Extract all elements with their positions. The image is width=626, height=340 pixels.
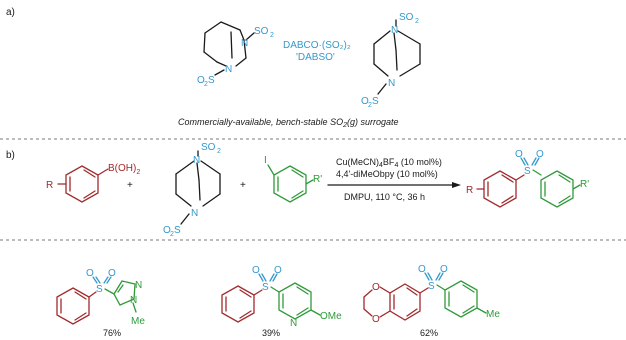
atom-o: O [372, 314, 380, 325]
atom-so2: SO [201, 142, 216, 153]
svg-text:2: 2 [415, 18, 419, 25]
atom-n: N [130, 295, 137, 306]
boronic-acid-group: B(OH)2 [108, 163, 140, 176]
methyl-group: Me [131, 316, 145, 327]
atom-n: N [193, 155, 200, 166]
atom-o2s: O [163, 225, 171, 236]
condition-ligand: 4,4'-diMeObpy (10 mol%) [336, 169, 438, 179]
atom-n: N [191, 208, 198, 219]
svg-text:S: S [372, 96, 379, 107]
product-2-pyridine-sulfone: S O O N OMe [221, 265, 342, 329]
sulfone-o: O [108, 268, 116, 279]
atom-n: N [225, 64, 232, 75]
svg-text:2: 2 [170, 231, 174, 238]
dabso-reagent: N SO 2 N O 2 S [163, 142, 221, 238]
atom-so2: SO [254, 26, 269, 37]
aryl-boronic-acid: B(OH)2 R [46, 163, 140, 203]
atom-n: N [388, 78, 395, 89]
panel-a-caption: Commercially-available, bench-stable SO2… [178, 117, 399, 129]
product-3-benzodioxane-sulfone: O O S O O Me [363, 264, 500, 325]
sulfone-o: O [515, 149, 523, 160]
sulfone-o: O [252, 265, 260, 276]
product-1-pyrazole-sulfone: S O O N N Me [56, 268, 145, 327]
sulfone-o: O [440, 264, 448, 275]
panel-a-label: a) [6, 7, 15, 18]
substituent-r-prime: R' [580, 179, 589, 190]
svg-text:2: 2 [217, 148, 221, 155]
svg-text:S: S [174, 225, 181, 236]
sulfone-o: O [536, 149, 544, 160]
svg-text:2: 2 [204, 81, 208, 88]
sulfone-o: O [418, 264, 426, 275]
plus-sign: + [240, 180, 246, 191]
dabso-structure-chair: N SO 2 N O 2 S [361, 12, 421, 109]
atom-o2s: O [361, 96, 369, 107]
reagent-name: DABCO·(SO₂)₂ [283, 40, 351, 51]
substituent-r: R [466, 185, 473, 196]
svg-text:2: 2 [368, 102, 372, 109]
atom-o: O [372, 282, 380, 293]
reagent-nickname: 'DABSO' [296, 52, 335, 63]
reaction-arrowhead [452, 182, 461, 188]
sulfone-o: O [86, 268, 94, 279]
atom-n: N [135, 280, 142, 291]
condition-catalyst: Cu(MeCN)4BF4 (10 mol%) [336, 157, 442, 169]
condition-solvent-temp-time: DMPU, 110 °C, 36 h [344, 192, 425, 202]
sulfone-o: O [274, 265, 282, 276]
aryl-iodide: I R' [264, 155, 322, 203]
plus-sign: + [127, 180, 133, 191]
svg-text:2: 2 [270, 32, 274, 39]
product-2-yield: 39% [262, 328, 280, 338]
sulfone-s: S [428, 281, 435, 292]
iodine-atom: I [264, 155, 267, 166]
methyl-group: Me [486, 309, 500, 320]
atom-o2s: O [197, 75, 205, 86]
atom-n: N [290, 318, 297, 329]
sulfone-s: S [96, 284, 103, 295]
product-3-yield: 62% [420, 328, 438, 338]
substituent-r-prime: R' [313, 174, 322, 185]
atom-so2: SO [399, 12, 414, 23]
sulfone-s: S [262, 282, 269, 293]
dabso-structure-perspective: N SO 2 N O 2 S [197, 21, 274, 88]
atom-n: N [391, 25, 398, 36]
svg-text:S: S [208, 75, 215, 86]
methoxy-group: OMe [320, 311, 342, 322]
substituent-r: R [46, 180, 53, 191]
product-1-yield: 76% [103, 328, 121, 338]
atom-n: N [241, 38, 248, 49]
sulfone-s: S [524, 166, 531, 177]
diaryl-sulfone-product: R S O O R' [466, 149, 589, 208]
panel-b-label: b) [6, 150, 15, 161]
